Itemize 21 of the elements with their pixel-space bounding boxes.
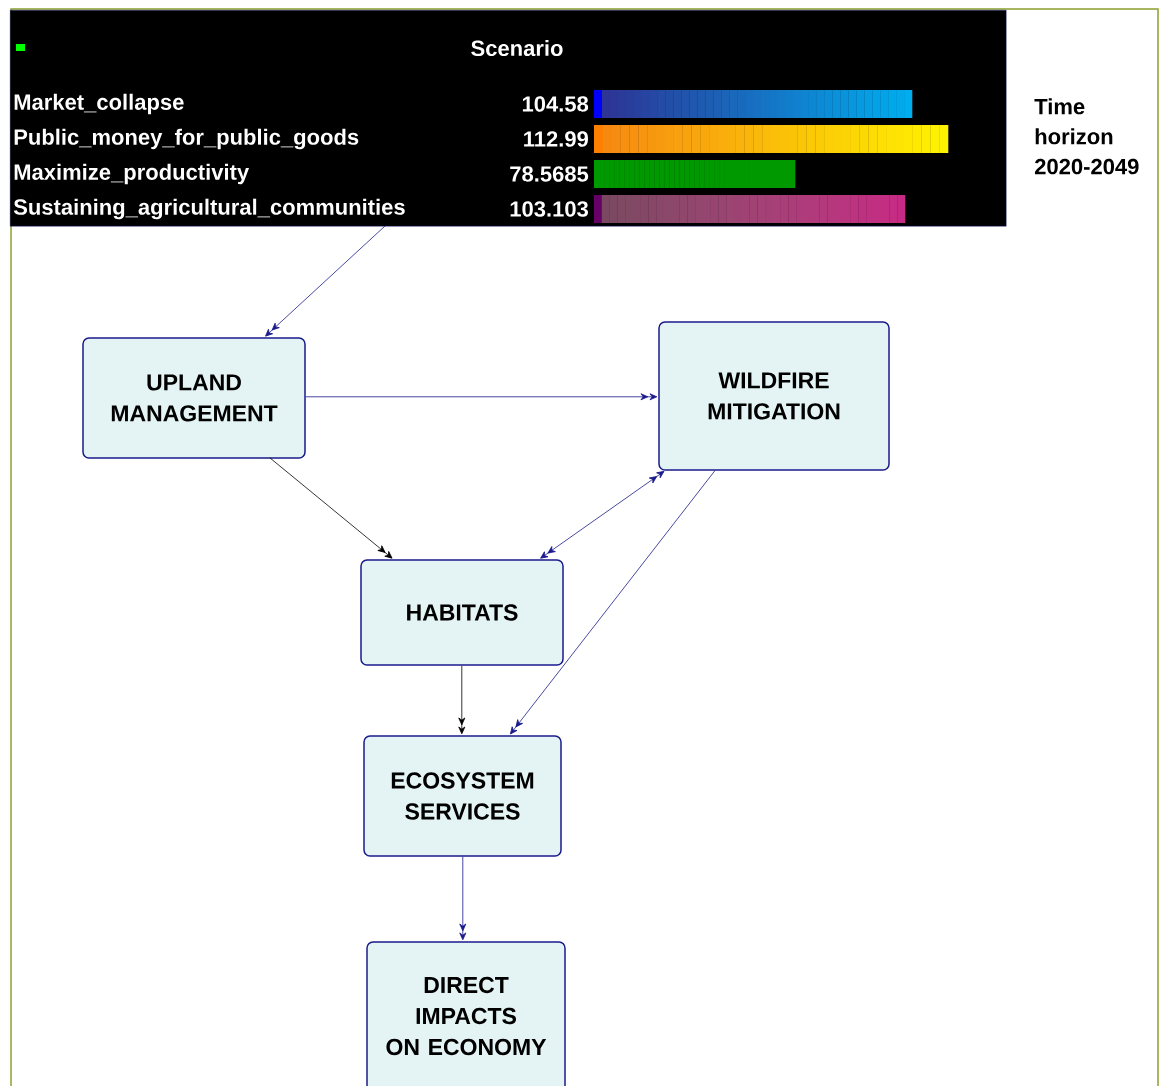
scenario-value: 104.58: [522, 96, 589, 112]
arrow: [269, 457, 393, 559]
process-box: DIRECT IMPACTS ON ECONOMY: [366, 941, 566, 1086]
process-box: ECOSYSTEM SERVICES: [363, 735, 562, 857]
arrow: [458, 665, 466, 735]
scenario-name: Sustaining_agricultural_communities: [13, 198, 405, 220]
note-text: Time horizon 2020-2049: [1034, 98, 1139, 175]
process-box: WILDFIRE MITIGATION: [658, 321, 890, 471]
scenario-value: 78.5685: [510, 166, 589, 182]
process-box: UPLAND MANAGEMENT: [82, 337, 306, 459]
arrow: [265, 225, 386, 337]
scenario-name: Public_money_for_public_goods: [14, 128, 359, 150]
scenario-value: 103.103: [510, 201, 588, 217]
arrow: [510, 470, 716, 735]
scenario-name: Maximize_productivity: [14, 163, 250, 185]
process-box: HABITATS: [360, 559, 564, 666]
arrow: [540, 470, 665, 559]
scenario-value: 112.99: [524, 131, 588, 147]
arrow: [305, 393, 658, 401]
scenario-name: Market_collapse: [14, 93, 184, 115]
arrow: [459, 856, 467, 941]
